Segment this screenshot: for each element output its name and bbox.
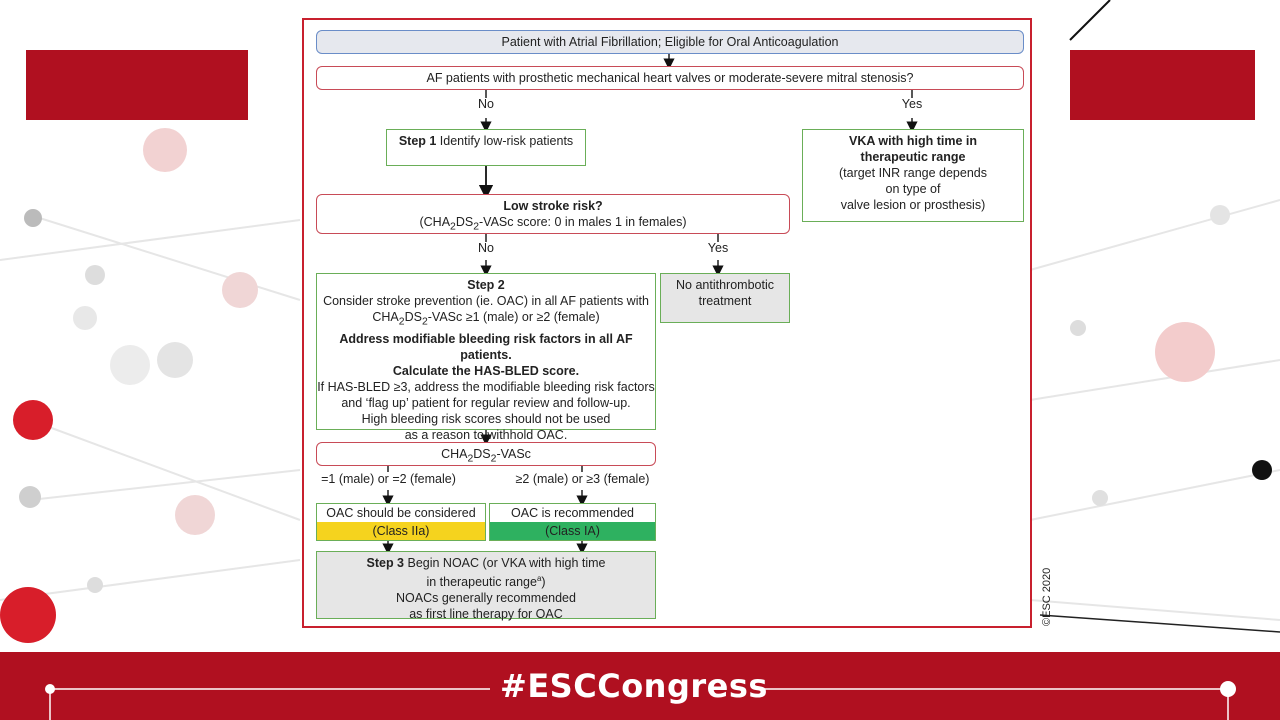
q1-no-label: No [478,97,494,111]
step1-text: Identify low-risk patients [436,134,574,148]
low-risk-title: Low stroke risk? [503,199,603,213]
q2-yes-label: Yes [707,241,729,255]
step1-box: Step 1 Identify low-risk patients [386,129,586,166]
vka-line1: VKA with high time in [848,134,977,148]
question-valves-text: AF patients with prosthetic mechanical h… [426,71,914,85]
copyright-mark: ©ESC 2020 [1041,568,1053,626]
no-antithrombotic-line1: No antithrombotic [676,278,774,292]
step2-line8: as a reason to withhold OAC. [404,427,568,442]
vka-line3: (target INR range depends [838,166,987,180]
no-antithrombotic-box: No antithrombotic treatment [660,273,790,323]
vka-box: VKA with high time in therapeutic range … [802,129,1024,222]
step2-line5: If HAS-BLED ≥3, address the modifiable b… [317,379,655,394]
step2-line6: and ‘flag up’ patient for regular review… [341,395,631,410]
oac-considered-box: OAC should be considered (Class IIa) [316,503,486,541]
step3-line4: as first line therapy for OAC [409,607,563,622]
question-low-risk-box: Low stroke risk? (CHA2DS2-VASc score: 0 … [316,194,790,234]
step2-title: Step 2 [467,278,505,292]
low-risk-criteria: (CHA2DS2-VASc score: 0 in males 1 in fem… [419,215,687,233]
vka-line4: on type of [885,182,941,196]
step3-line3: NOACs generally recommended [396,591,576,606]
step2-line1: Consider stroke prevention (ie. OAC) in … [323,294,649,308]
score-box: CHA2DS2-VASc [316,442,656,466]
q1-yes-label: Yes [901,97,923,111]
step2-box: Step 2 Consider stroke prevention (ie. O… [316,273,656,442]
q2-no-label: No [478,241,494,255]
branch-left-label: =1 (male) or =2 (female) [321,472,456,486]
flowchart-figure: Patient with Atrial Fibrillation; Eligib… [302,18,1032,628]
step3-box: Step 3 Begin NOAC (or VKA with high time… [316,551,656,622]
header-band-left [26,50,248,120]
step3-line2: in therapeutic rangea) [426,574,546,590]
class-ia-badge: (Class IA) [490,522,655,540]
vka-line2: therapeutic range [860,150,966,164]
class-iia-badge: (Class IIa) [317,522,485,540]
start-box: Patient with Atrial Fibrillation; Eligib… [316,30,1024,54]
oac-recommended-box: OAC is recommended (Class IA) [489,503,656,541]
footer-band [0,652,1280,720]
header-band-right [1070,50,1255,120]
step1-title: Step 1 [398,134,437,148]
step3-line1: Step 3 Begin NOAC (or VKA with high time [366,556,606,570]
step2-line4: Calculate the HAS-BLED score. [392,363,580,378]
oac-considered-text: OAC should be considered [326,506,476,520]
start-text: Patient with Atrial Fibrillation; Eligib… [501,35,839,49]
oac-recommended-text: OAC is recommended [511,506,634,520]
step2-line7: High bleeding risk scores should not be … [361,411,611,426]
question-valves-box: AF patients with prosthetic mechanical h… [316,66,1024,90]
no-antithrombotic-line2: treatment [698,294,752,308]
congress-hashtag: #ESCCongress [500,667,768,705]
footer-decoration [45,681,1236,720]
branch-right-label: ≥2 (male) or ≥3 (female) [515,472,650,486]
step2-line3: Address modifiable bleeding risk factors… [339,331,633,362]
copyright-text: ©ESC 2020 [1041,568,1053,626]
vka-line5: valve lesion or prosthesis) [840,198,986,212]
step2-line2: CHA2DS2-VASc ≥1 (male) or ≥2 (female) [372,310,600,328]
